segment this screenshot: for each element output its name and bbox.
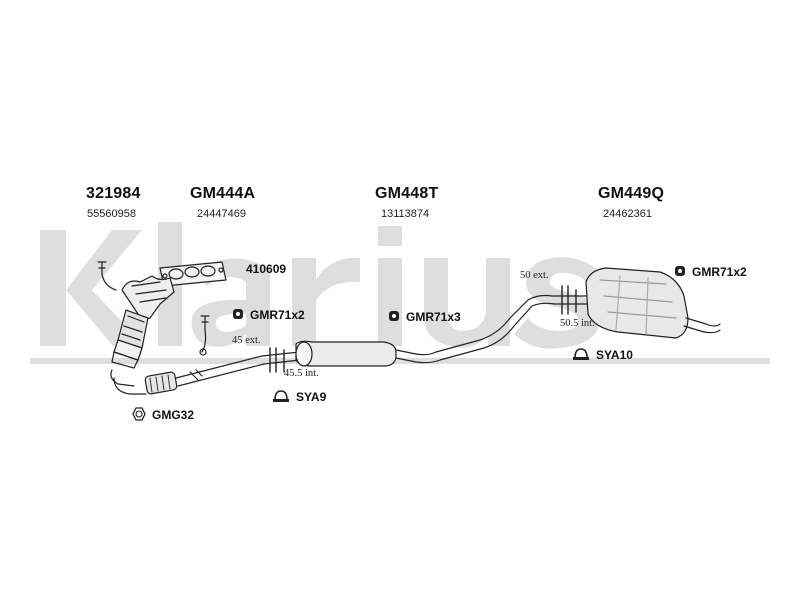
dimension-mid-ext: 45 ext. — [232, 335, 261, 346]
dimension-rear-ext: 50 ext. — [520, 270, 549, 281]
part-number-catalyst: 55560958 — [87, 208, 136, 220]
part-code-catalyst: 321984 — [86, 185, 141, 202]
part-code-middle-silencer: GM448T — [375, 185, 439, 202]
rubber-hanger-icon — [675, 266, 685, 276]
part-number-middle-silencer: 13113874 — [381, 208, 430, 220]
rubber-hanger-icon — [233, 309, 243, 319]
part-code-rear-silencer: GM449Q — [598, 185, 665, 202]
dimension-rear-int: 50.5 int. — [560, 318, 595, 329]
catalyst-manifold — [97, 261, 175, 369]
gasket-ring-icon — [132, 407, 146, 421]
accessory-gasket-set-label: 410609 — [246, 262, 287, 276]
part-number-rear-silencer: 24462361 — [603, 208, 652, 220]
accessory-gasket-ring-label: GMG32 — [152, 408, 195, 422]
accessory-rubber-mid-label: GMR71x3 — [406, 310, 461, 324]
clamp-icon — [273, 390, 289, 402]
middle-silencer — [261, 294, 597, 373]
part-code-front-pipe: GM444A — [190, 185, 256, 202]
part-number-front-pipe: 24447469 — [197, 208, 246, 220]
accessory-rubber-left-label: GMR71x2 — [250, 308, 305, 322]
accessory-clamp-mid-label: SYA9 — [296, 390, 327, 404]
accessory-clamp-right-label: SYA10 — [596, 348, 633, 362]
clamp-icon — [573, 348, 589, 360]
accessory-rubber-right-label: GMR71x2 — [692, 265, 747, 279]
dimension-mid-int: 45.5 int. — [284, 368, 319, 379]
rubber-hanger-icon — [389, 311, 399, 321]
manifold-gasket-set — [159, 261, 227, 287]
front-pipe — [110, 315, 265, 395]
rear-silencer — [561, 267, 721, 339]
